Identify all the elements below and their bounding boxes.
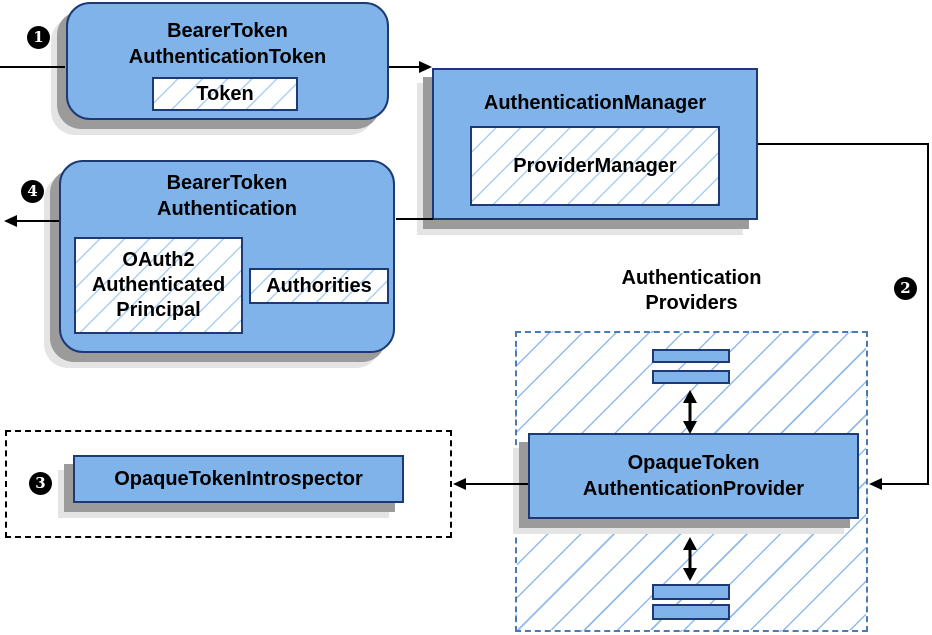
box-title: AuthenticationManager <box>483 92 707 114</box>
authentication-out-arrow <box>4 215 59 227</box>
provider-slot <box>652 604 730 620</box>
box-title: BearerToken Authentication <box>61 170 393 222</box>
bearer-token-authentication-token-box: BearerToken AuthenticationToken Token <box>66 2 389 120</box>
step-1-badge: 1 <box>27 26 50 49</box>
authentication-manager-box: AuthenticationManager ProviderManager <box>432 68 758 220</box>
authentication-providers-label-line1: Authentication <box>621 267 762 289</box>
token-inner-box: Token <box>152 77 298 111</box>
step-3-badge: 3 <box>29 472 52 495</box>
provider-slot <box>652 370 730 384</box>
opaque-token-introspector-box: OpaqueTokenIntrospector <box>73 455 404 503</box>
token-to-manager-arrow <box>389 61 432 73</box>
provider-manager-inner-box: ProviderManager <box>470 126 720 206</box>
box-title-line: BearerToken <box>167 20 288 42</box>
bearer-token-authentication-box: BearerToken Authentication OAuth2 Authen… <box>59 160 395 353</box>
oauth2-authenticated-principal-inner-box: OAuth2 Authenticated Principal <box>74 237 243 334</box>
box-title-line: BearerToken <box>166 172 288 194</box>
step-4-badge: 4 <box>21 180 44 203</box>
opaque-token-authentication-provider-box: OpaqueToken AuthenticationProvider <box>528 433 859 519</box>
provider-slot <box>652 584 730 600</box>
provider-slot <box>652 349 730 363</box>
authentication-providers-label-line2: Providers <box>645 292 738 314</box>
inner-label-line: Authenticated <box>91 274 226 296</box>
box-title: OpaqueToken AuthenticationProvider <box>530 450 857 502</box>
box-title: OpaqueTokenIntrospector <box>114 468 363 490</box>
box-title-line: AuthenticationProvider <box>582 478 805 500</box>
box-title-line: Authentication <box>157 198 297 220</box>
box-title-line: AuthenticationToken <box>128 46 327 68</box>
inner-label-line: OAuth2 <box>122 249 195 271</box>
inner-label-line: Principal <box>116 299 201 321</box>
step-2-badge: 2 <box>894 277 917 300</box>
box-title: BearerToken AuthenticationToken <box>68 18 387 70</box>
authentication-providers-label: Authentication Providers <box>515 266 868 316</box>
authorities-inner-box: Authorities <box>249 268 389 304</box>
box-title-line: OpaqueToken <box>627 452 760 474</box>
